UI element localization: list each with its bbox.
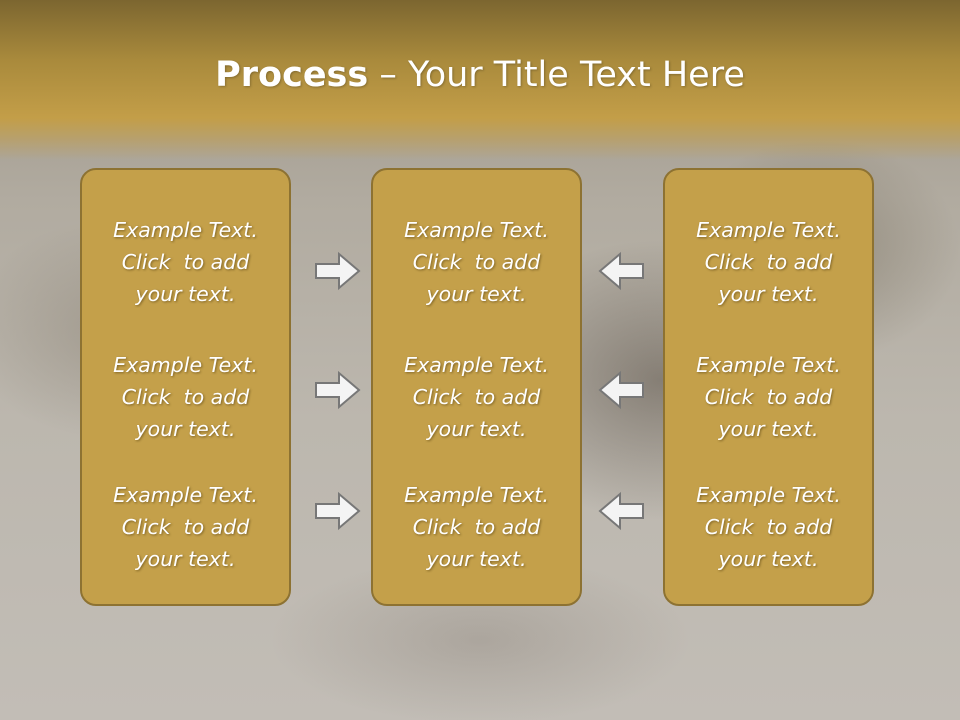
text-line: Click to add (121, 385, 250, 409)
text-line: your text. (718, 547, 819, 571)
text-line: your text. (426, 417, 527, 441)
arrow-right-icon (314, 370, 362, 410)
arrow-left-icon (597, 370, 645, 410)
text-line: Click to add (412, 515, 541, 539)
text-line: your text. (718, 417, 819, 441)
text-line: Click to add (412, 385, 541, 409)
text-line: Example Text. (113, 218, 258, 242)
panel-text-block[interactable]: Example Text. Click to add your text. (82, 349, 289, 445)
panel-text-block[interactable]: Example Text. Click to add your text. (373, 214, 580, 310)
panel-text-block[interactable]: Example Text. Click to add your text. (665, 479, 872, 575)
text-line: your text. (426, 547, 527, 571)
text-line: Click to add (412, 250, 541, 274)
text-line: Click to add (704, 515, 833, 539)
panel-text-block[interactable]: Example Text. Click to add your text. (82, 214, 289, 310)
arrow-right-icon (314, 251, 362, 291)
panel-text-block[interactable]: Example Text. Click to add your text. (373, 479, 580, 575)
arrow-left-icon (597, 491, 645, 531)
text-line: Click to add (121, 250, 250, 274)
arrow-right-icon (314, 491, 362, 531)
panel-text-block[interactable]: Example Text. Click to add your text. (82, 479, 289, 575)
text-line: Example Text. (696, 483, 841, 507)
panel-left[interactable]: Example Text. Click to add your text. Ex… (80, 168, 291, 606)
panel-middle[interactable]: Example Text. Click to add your text. Ex… (371, 168, 582, 606)
panel-right[interactable]: Example Text. Click to add your text. Ex… (663, 168, 874, 606)
text-line: Click to add (121, 515, 250, 539)
title-rest: – Your Title Text Here (368, 55, 745, 95)
text-line: Example Text. (113, 353, 258, 377)
text-line: Click to add (704, 250, 833, 274)
text-line: Example Text. (696, 353, 841, 377)
text-line: your text. (135, 547, 236, 571)
title-band (0, 0, 960, 160)
text-line: your text. (426, 282, 527, 306)
arrow-left-icon (597, 251, 645, 291)
text-line: Example Text. (404, 218, 549, 242)
slide-title[interactable]: Process – Your Title Text Here (0, 52, 960, 98)
text-line: Example Text. (404, 483, 549, 507)
text-line: Example Text. (404, 353, 549, 377)
text-line: your text. (718, 282, 819, 306)
title-strong: Process (215, 55, 369, 95)
text-line: Click to add (704, 385, 833, 409)
panel-text-block[interactable]: Example Text. Click to add your text. (665, 349, 872, 445)
text-line: Example Text. (696, 218, 841, 242)
panel-text-block[interactable]: Example Text. Click to add your text. (665, 214, 872, 310)
panel-text-block[interactable]: Example Text. Click to add your text. (373, 349, 580, 445)
text-line: Example Text. (113, 483, 258, 507)
text-line: your text. (135, 282, 236, 306)
text-line: your text. (135, 417, 236, 441)
